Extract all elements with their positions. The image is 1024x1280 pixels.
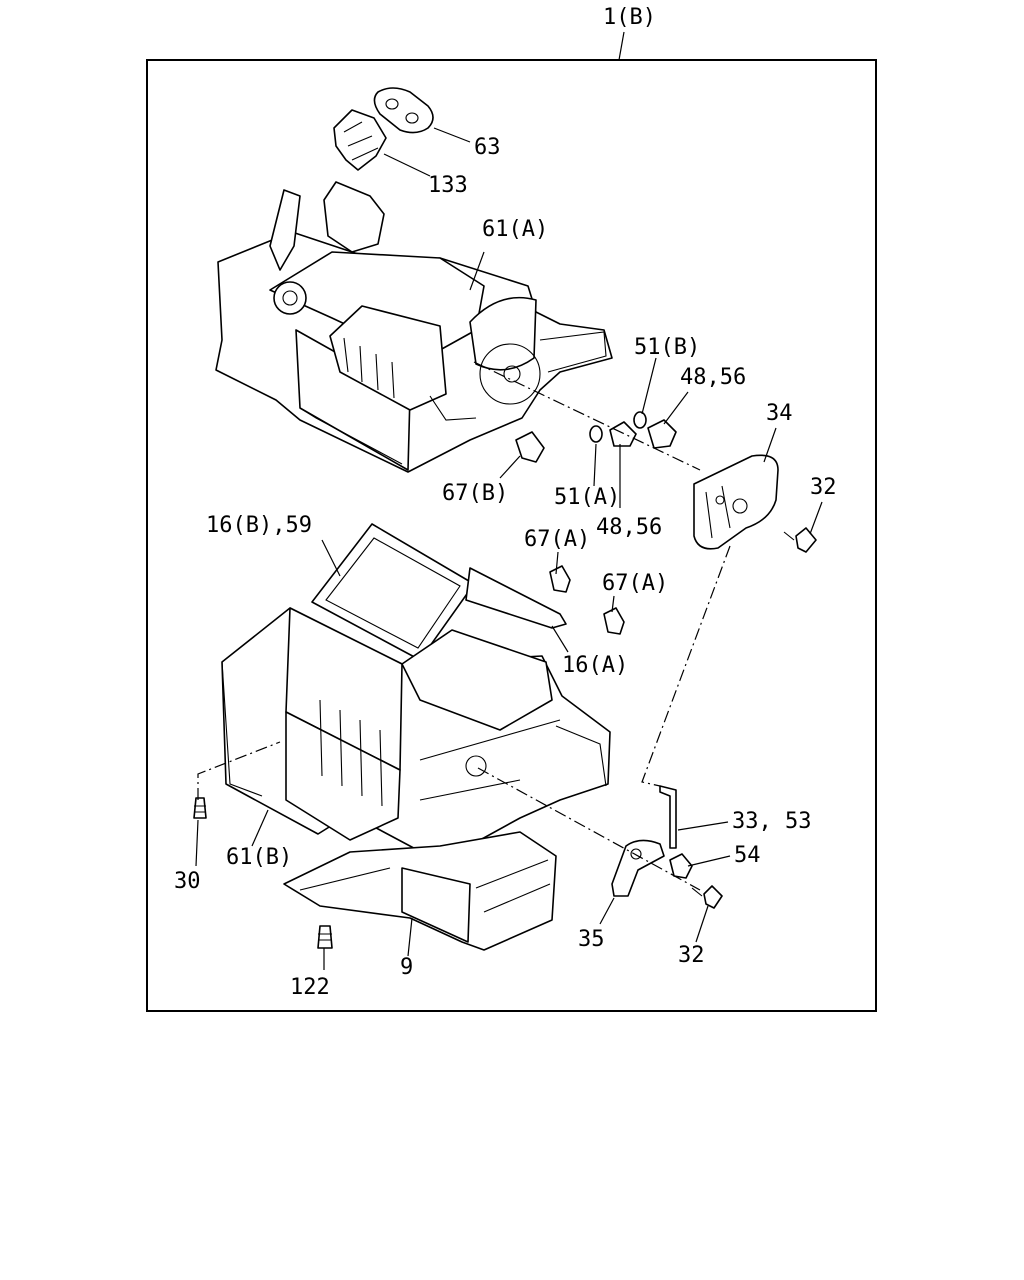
- assembly-label: 1(B): [603, 5, 656, 30]
- callout-122: 122: [290, 975, 330, 1000]
- assembly-leader: [618, 31, 625, 61]
- axis-line-upper: [473, 361, 701, 471]
- diagram-frame: [146, 59, 877, 1012]
- lever-35: [611, 839, 665, 897]
- leader-lines: [195, 127, 823, 970]
- clip-67a-lower: [603, 607, 625, 635]
- screw-30: [193, 797, 207, 819]
- link-48-56-upper: [647, 419, 677, 449]
- pipe-16a: [465, 567, 567, 629]
- upper-case-61a: [215, 181, 613, 473]
- callout-63: 63: [474, 135, 501, 160]
- screw-32-lower: [691, 885, 723, 909]
- clip-54: [669, 853, 693, 879]
- screw-122: [317, 925, 333, 949]
- link-48-56-lower: [609, 421, 637, 447]
- callout-51a: 51(A): [554, 485, 620, 510]
- lower-case-61b: [221, 607, 611, 863]
- callout-32-upper: 32: [810, 475, 837, 500]
- rod-33-53: [659, 785, 677, 849]
- callout-32-lower: 32: [678, 943, 705, 968]
- axis-line-lower: [477, 767, 701, 891]
- axis-line-rod: [641, 545, 731, 787]
- duct-9: [283, 831, 557, 951]
- clip-67b: [515, 431, 545, 463]
- callout-35: 35: [578, 927, 605, 952]
- callout-48-56-lower: 48,56: [596, 515, 662, 540]
- callout-16b-59: 16(B),59: [206, 513, 312, 538]
- callout-67a-upper: 67(A): [524, 527, 590, 552]
- clip-67a-upper: [549, 565, 571, 593]
- pin-51a: [589, 425, 603, 443]
- axis-line-screw30: [197, 741, 281, 800]
- lever-34: [693, 454, 779, 550]
- callout-67a-lower: 67(A): [602, 571, 668, 596]
- callout-30: 30: [174, 869, 201, 894]
- pin-51b: [633, 411, 647, 429]
- callout-34: 34: [766, 401, 793, 426]
- callout-51b: 51(B): [634, 335, 700, 360]
- callout-16a: 16(A): [562, 653, 628, 678]
- gasket-63: [373, 87, 434, 134]
- callout-48-56-upper: 48,56: [680, 365, 746, 390]
- bracket-133: [333, 109, 387, 171]
- callout-33-53: 33, 53: [732, 809, 811, 834]
- callout-67b: 67(B): [442, 481, 508, 506]
- callout-61a: 61(A): [482, 217, 548, 242]
- screw-32-upper: [783, 527, 817, 553]
- callout-61b: 61(B): [226, 845, 292, 870]
- callout-9: 9: [400, 955, 413, 980]
- callout-54: 54: [734, 843, 761, 868]
- callout-133: 133: [428, 173, 468, 198]
